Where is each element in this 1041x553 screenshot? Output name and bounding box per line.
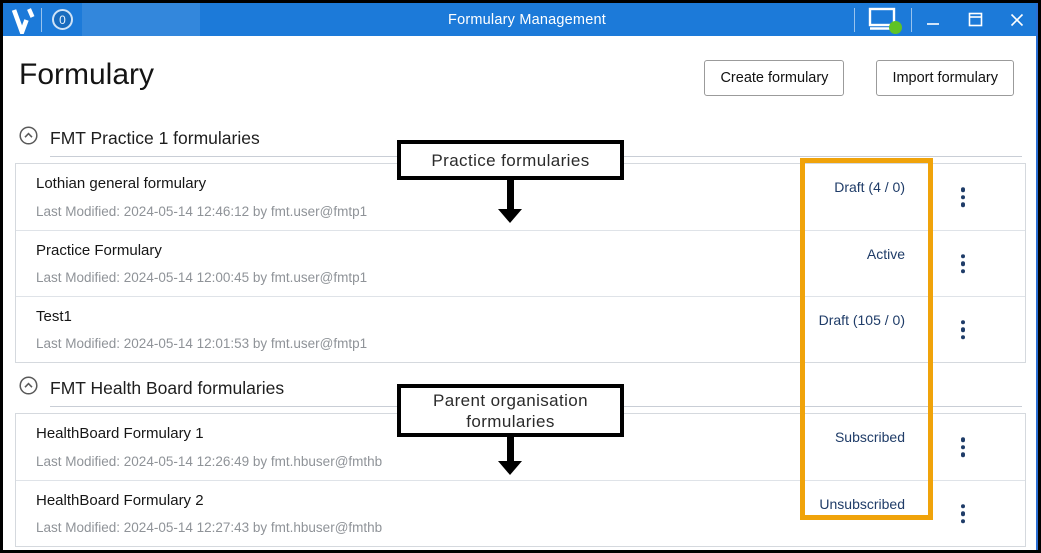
monitor-icon: [866, 7, 902, 34]
annotation-label: Parent organisation formularies: [432, 390, 589, 431]
row-menu-button[interactable]: [953, 250, 973, 278]
formulary-name: HealthBoard Formulary 2: [36, 492, 204, 509]
window-edge-accent: [1036, 3, 1038, 550]
close-button[interactable]: [996, 3, 1038, 36]
titlebar-separator: [41, 7, 42, 32]
row-menu-button[interactable]: [953, 316, 973, 344]
formulary-row[interactable]: HealthBoard Formulary 1 Last Modified: 2…: [16, 414, 1025, 480]
create-formulary-button[interactable]: Create formulary: [704, 60, 845, 96]
collapse-section-icon[interactable]: [19, 376, 38, 400]
formulary-status: Draft (105 / 0): [818, 312, 905, 328]
formulary-status: Draft (4 / 0): [834, 179, 905, 195]
formulary-status: Unsubscribed: [819, 496, 905, 512]
row-menu-button[interactable]: [953, 433, 973, 461]
window-controls: [854, 3, 1038, 36]
annotation-label: Practice formularies: [431, 150, 590, 170]
formulary-last-modified: Last Modified: 2024-05-14 12:26:49 by fm…: [36, 454, 383, 469]
page-title: Formulary: [19, 58, 155, 91]
minimize-icon: [927, 22, 939, 25]
collapse-section-icon[interactable]: [19, 126, 38, 150]
header-actions: Create formulary Import formulary: [704, 60, 1014, 96]
notification-count: 0: [59, 12, 66, 27]
titlebar: 0 Formulary Management: [3, 3, 1038, 36]
import-formulary-button[interactable]: Import formulary: [876, 60, 1014, 96]
app-logo-icon: [3, 3, 41, 36]
titlebar-highlight-block: [82, 3, 200, 36]
close-icon: [1010, 13, 1024, 26]
connection-status-button[interactable]: [855, 3, 911, 36]
maximize-button[interactable]: [954, 3, 996, 36]
healthboard-formularies-list: HealthBoard Formulary 1 Last Modified: 2…: [15, 413, 1026, 547]
minimize-button[interactable]: [912, 3, 954, 36]
row-menu-button[interactable]: [953, 500, 973, 528]
formulary-row[interactable]: Test1 Last Modified: 2024-05-14 12:01:53…: [16, 296, 1025, 362]
maximize-icon: [968, 12, 982, 27]
formulary-last-modified: Last Modified: 2024-05-14 12:01:53 by fm…: [36, 336, 368, 351]
formulary-last-modified: Last Modified: 2024-05-14 12:00:45 by fm…: [36, 270, 368, 285]
formulary-name: Practice Formulary: [36, 242, 162, 259]
formulary-last-modified: Last Modified: 2024-05-14 12:46:12 by fm…: [36, 204, 368, 219]
formulary-last-modified: Last Modified: 2024-05-14 12:27:43 by fm…: [36, 520, 383, 535]
formulary-name: HealthBoard Formulary 1: [36, 425, 204, 442]
titlebar-separator: [854, 7, 855, 32]
formulary-name: Lothian general formulary: [36, 175, 207, 192]
formulary-row[interactable]: Practice Formulary Last Modified: 2024-0…: [16, 230, 1025, 296]
formulary-status: Subscribed: [834, 429, 905, 445]
titlebar-separator: [911, 7, 912, 32]
practice-formularies-list: Lothian general formulary Last Modified:…: [15, 163, 1026, 363]
formulary-row[interactable]: HealthBoard Formulary 2 Last Modified: 2…: [16, 480, 1025, 546]
annotation-practice-formularies: Practice formularies: [397, 140, 624, 180]
formulary-name: Test1: [36, 308, 72, 325]
notification-badge[interactable]: 0: [52, 9, 73, 30]
window-title: Formulary Management: [448, 11, 606, 28]
annotation-parent-organisation-formularies: Parent organisation formularies: [397, 384, 624, 437]
formulary-status: Active: [866, 246, 905, 262]
online-status-dot: [889, 20, 902, 34]
section-title: FMT Practice 1 formularies: [50, 128, 260, 148]
formulary-row[interactable]: Lothian general formulary Last Modified:…: [16, 164, 1025, 230]
row-menu-button[interactable]: [953, 183, 973, 211]
section-title: FMT Health Board formularies: [50, 378, 285, 398]
